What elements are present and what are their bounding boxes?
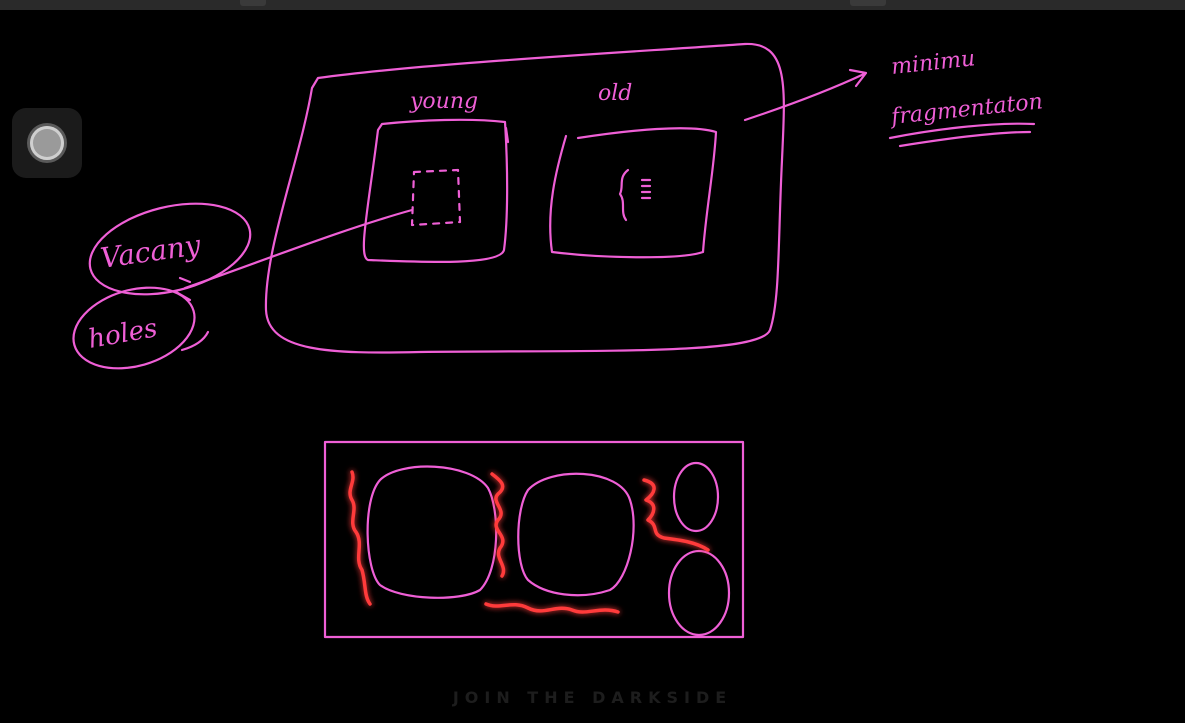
toolbar-tab[interactable] [240, 0, 266, 6]
connector-line [183, 208, 414, 290]
young-label: young [409, 89, 478, 114]
record-button[interactable] [12, 108, 82, 178]
old-label: old [598, 81, 632, 106]
arrow-to-note [743, 72, 866, 122]
minimum-label: minimu [890, 46, 976, 80]
holes-label: holes [86, 313, 160, 355]
top-toolbar [0, 0, 1185, 10]
watermark: JOIN THE DARKSIDE [452, 688, 733, 707]
fragment-highlights [348, 470, 710, 614]
whiteboard-drawing: young old Vacany holes minimu fragmentat… [72, 42, 1044, 639]
old-gen-box [549, 127, 718, 259]
whiteboard-canvas[interactable]: young old Vacany holes minimu fragmentat… [0, 10, 1185, 723]
heap-outline [264, 42, 785, 354]
object-block [410, 168, 462, 227]
vacancy-label: Vacany [98, 228, 203, 275]
holes-bubble [72, 286, 196, 370]
toolbar-tab[interactable] [850, 0, 886, 6]
vacancy-bubble [88, 202, 252, 296]
young-gen-box [362, 118, 509, 264]
record-icon [30, 126, 64, 160]
memory-block [323, 440, 745, 639]
